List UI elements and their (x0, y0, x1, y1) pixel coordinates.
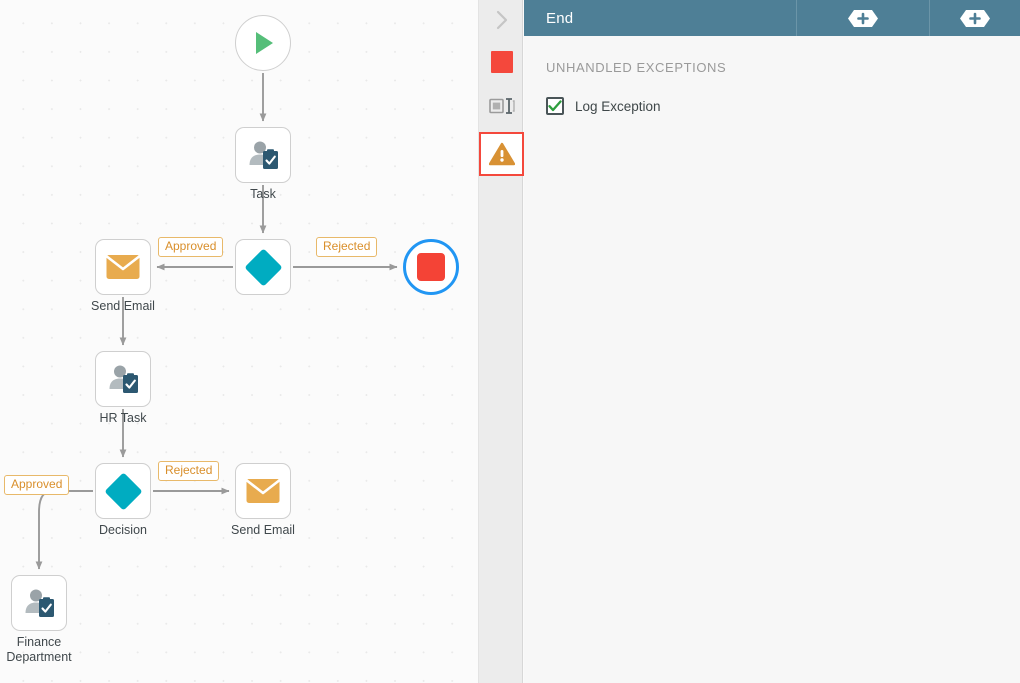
node-task[interactable]: Task (235, 127, 291, 201)
add-button-2[interactable] (930, 0, 1020, 36)
edge-label-rejected-1: Rejected (316, 237, 378, 257)
task-node-shape[interactable] (11, 575, 67, 631)
node-label: Send Email (231, 523, 295, 537)
diamond-icon (243, 247, 283, 287)
edge-label-rejected-2: Rejected (158, 461, 220, 481)
check-icon (548, 100, 562, 112)
add-button-1[interactable] (797, 0, 929, 36)
node-label: Decision (99, 523, 147, 537)
edge-label-approved-1: Approved (158, 237, 224, 257)
chevron-right-icon (496, 10, 507, 30)
node-send-email-2[interactable]: Send Email (231, 463, 295, 537)
node-send-email-1[interactable]: Send Email (91, 239, 155, 313)
properties-panel: End UNHANDLED EXCEPTIONS (524, 0, 1020, 683)
header-divider (929, 0, 930, 36)
header-divider (796, 0, 797, 36)
red-square-icon (490, 51, 513, 73)
stop-square-icon (417, 253, 445, 281)
checkbox-row-log-exception[interactable]: Log Exception (546, 97, 1020, 115)
node-label: HR Task (99, 411, 147, 425)
start-node-shape[interactable] (235, 15, 291, 71)
log-exception-label: Log Exception (575, 98, 661, 114)
log-exception-checkbox[interactable] (546, 97, 564, 115)
task-node-shape[interactable] (235, 127, 291, 183)
decision-node-shape[interactable] (95, 463, 151, 519)
edge-label-approved-2: Approved (4, 475, 70, 495)
node-decision-1[interactable] (235, 239, 291, 295)
node-start[interactable] (235, 15, 291, 71)
user-task-icon (109, 365, 138, 393)
workflow-canvas[interactable]: Task Send Email (0, 0, 478, 683)
rail-item-exceptions[interactable] (479, 132, 524, 176)
end-node-shape[interactable] (403, 239, 459, 295)
workflow-edges (35, 73, 398, 570)
panel-header: End (524, 0, 1020, 36)
envelope-icon (106, 255, 140, 279)
node-hr-task[interactable]: HR Task (95, 351, 151, 425)
rail-item-properties[interactable] (479, 84, 524, 128)
user-task-icon (249, 141, 278, 169)
node-finance-department[interactable]: Finance Department (6, 575, 72, 664)
node-label: Task (250, 187, 276, 201)
diamond-icon (103, 471, 143, 511)
section-title-unhandled-exceptions: UNHANDLED EXCEPTIONS (546, 60, 727, 75)
hex-plus-icon (960, 9, 990, 27)
user-task-icon (25, 589, 54, 617)
rail-item-end-node[interactable] (479, 40, 524, 84)
node-label: Finance Department (6, 635, 72, 664)
node-decision-2[interactable]: Decision (95, 463, 151, 537)
warning-triangle-icon (488, 142, 515, 166)
tool-rail (478, 0, 524, 683)
task-node-shape[interactable] (95, 351, 151, 407)
email-node-shape[interactable] (95, 239, 151, 295)
properties-panel-icon (488, 98, 515, 114)
panel-title: End (546, 9, 574, 27)
email-node-shape[interactable] (235, 463, 291, 519)
play-icon (256, 32, 273, 54)
decision-node-shape[interactable] (235, 239, 291, 295)
node-label: Send Email (91, 299, 155, 313)
rail-item-expand[interactable] (479, 0, 524, 40)
hex-plus-icon (848, 9, 878, 27)
panel-body: UNHANDLED EXCEPTIONS Log Exception (524, 36, 1020, 115)
node-end[interactable] (403, 239, 459, 295)
envelope-icon (246, 479, 280, 503)
